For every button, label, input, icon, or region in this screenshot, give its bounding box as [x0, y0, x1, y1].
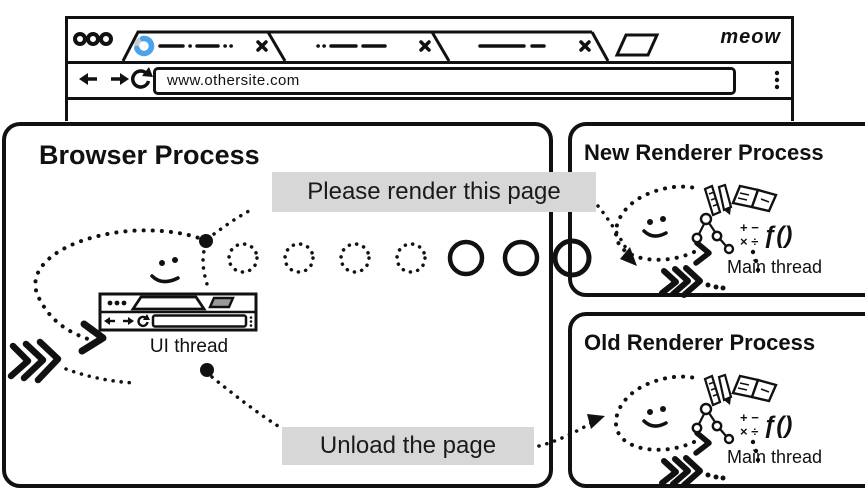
back-icon[interactable]: [79, 73, 97, 85]
main-thread-label-old: Main thread: [727, 447, 823, 467]
loading-spinner-icon: [133, 35, 155, 57]
menu-dots-icon[interactable]: [774, 70, 780, 90]
browser-window-mock: meow www.othersite.c: [65, 16, 794, 121]
browser-process-title: Browser Process: [39, 140, 260, 170]
new-tab-button[interactable]: [614, 33, 660, 57]
url-field[interactable]: www.othersite.com: [153, 67, 736, 95]
reload-icon[interactable]: [131, 67, 153, 89]
brand-text: meow: [720, 26, 781, 48]
window-control-icons[interactable]: [73, 32, 113, 46]
tab3-close-icon[interactable]: [579, 40, 591, 52]
main-thread-label-new: Main thread: [727, 257, 823, 277]
tab-strip: meow: [68, 19, 791, 64]
new-renderer-title: New Renderer Process: [584, 140, 824, 165]
tab-outlines[interactable]: [121, 30, 610, 61]
tab1-close-icon[interactable]: [256, 40, 268, 52]
render-message-label: Please render this page: [272, 172, 596, 212]
navigation-bar: www.othersite.com: [68, 64, 791, 100]
ui-thread-label: UI thread: [149, 336, 229, 357]
tab2-close-icon[interactable]: [419, 40, 431, 52]
old-renderer-title: Old Renderer Process: [584, 330, 816, 355]
nav-icons: [79, 67, 780, 90]
forward-icon[interactable]: [111, 73, 129, 85]
unload-message-label: Unload the page: [282, 427, 534, 465]
tab-strip-art: [73, 30, 660, 61]
